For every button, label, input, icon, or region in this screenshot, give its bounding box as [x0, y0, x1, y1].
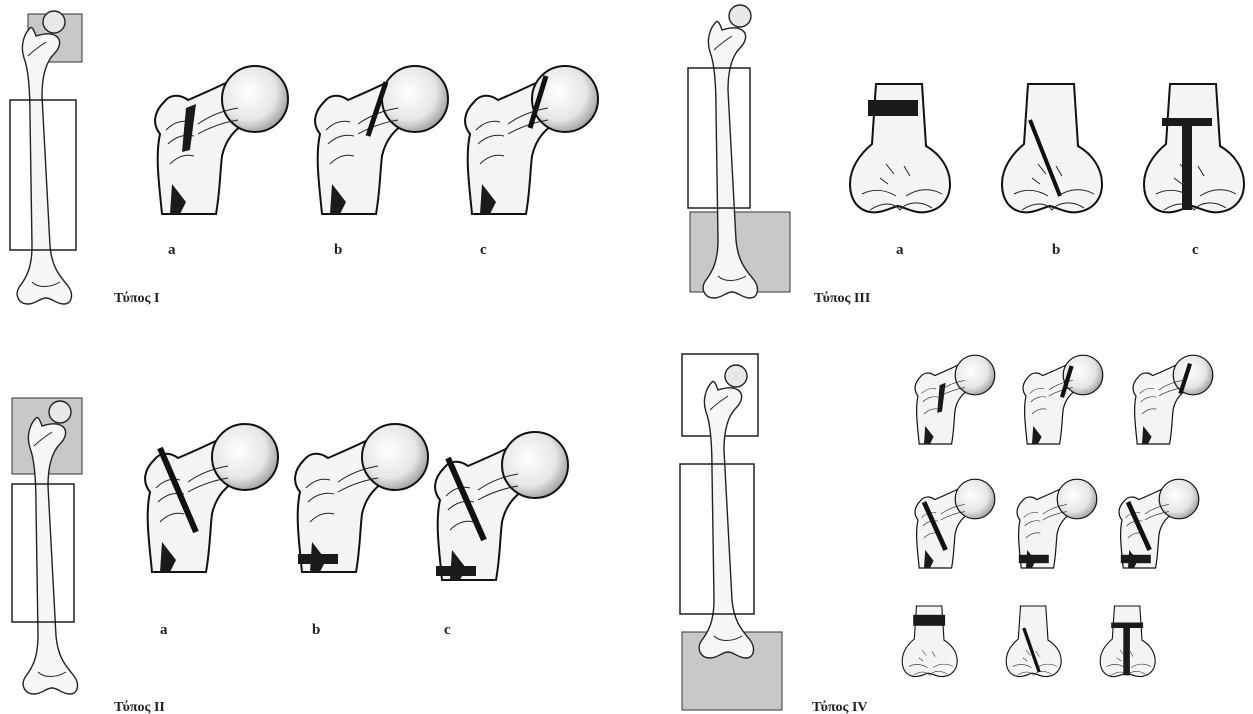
fracture-1c-image	[465, 66, 598, 214]
label-2b: b	[312, 622, 320, 638]
label-1a: a	[168, 242, 176, 258]
panel-type-1: a b c Τύπος Ι	[10, 11, 598, 306]
fracture-4-row2-a-image	[915, 479, 995, 568]
label-3a: a	[896, 242, 904, 258]
fracture-1a-image	[155, 66, 288, 214]
fracture-4-row1-c-image	[1133, 355, 1213, 444]
label-3c: c	[1192, 242, 1199, 258]
fracture-4-row2-b-image	[1017, 479, 1097, 568]
fracture-4-row3-b-image	[1006, 606, 1061, 677]
fracture-3c-image	[1144, 84, 1244, 212]
label-1b: b	[334, 242, 342, 258]
label-2c: c	[444, 622, 451, 638]
label-1c: c	[480, 242, 487, 258]
panel-type-4: Τύπος IV	[680, 354, 1213, 714]
fracture-2c-image	[435, 432, 568, 580]
fracture-4-row3-c-image	[1100, 606, 1155, 677]
panel-3-title: Τύπος ΙΙΙ	[814, 291, 870, 306]
fracture-3b-image	[1002, 84, 1102, 212]
fracture-4-row1-b-image	[1023, 355, 1103, 444]
label-2a: a	[160, 622, 168, 638]
fracture-4-row1-a-image	[915, 355, 995, 444]
panel-2-title: Τύπος ΙΙ	[114, 700, 165, 714]
fracture-4-row3-a-image	[902, 606, 957, 677]
fracture-4-row2-c-image	[1119, 479, 1199, 568]
fracture-2b-image	[295, 424, 428, 572]
fracture-2a-image	[145, 424, 278, 572]
panel-type-2: a b c Τύπος ΙΙ	[12, 398, 568, 714]
panel-type-3: a b c Τύπος ΙΙΙ	[688, 5, 1244, 306]
panel-1-title: Τύπος Ι	[114, 291, 159, 306]
label-3b: b	[1052, 242, 1060, 258]
panel-4-title: Τύπος IV	[812, 700, 868, 714]
